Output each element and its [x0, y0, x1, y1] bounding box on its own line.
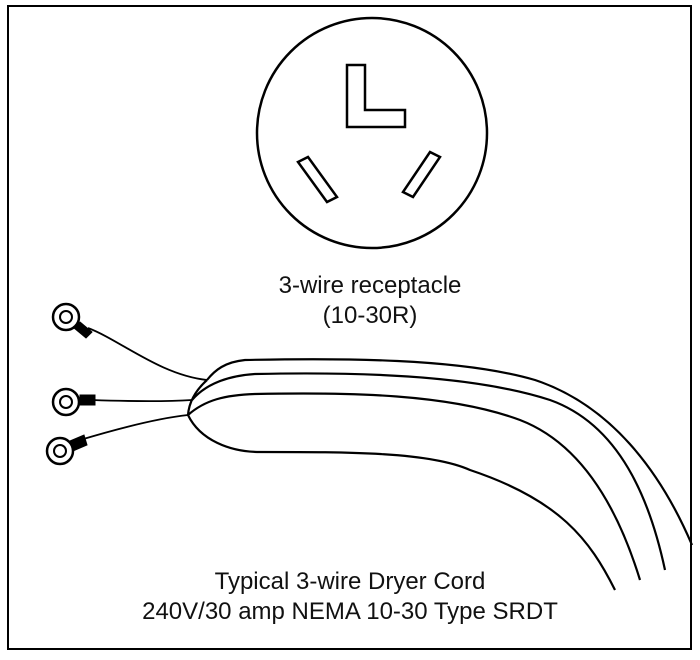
ring-terminal-middle-icon: [51, 387, 96, 417]
diagram-frame: [7, 5, 692, 650]
cord-outer-line-3: [187, 392, 642, 581]
wire-top: [87, 327, 208, 381]
cord-jacket-end: [186, 379, 208, 416]
dryer-cord-icon: [45, 302, 694, 591]
receptacle-face: [255, 16, 489, 250]
receptacle-caption-line1: 3-wire receptacle: [278, 272, 462, 299]
cord-caption-line1: Typical 3-wire Dryer Cord: [214, 568, 486, 595]
receptacle-10-30r-icon: [255, 16, 489, 250]
receptacle-left-slot: [296, 155, 339, 204]
ring-terminal-top-icon: [51, 302, 93, 339]
receptacle-caption-line2: (10-30R): [322, 302, 418, 329]
cord-outer-line-4: [187, 414, 616, 591]
receptacle-right-slot: [401, 150, 442, 199]
cord-outer-line-1: [206, 358, 694, 546]
receptacle-l-slot: [345, 63, 407, 129]
wire-bottom: [79, 414, 189, 441]
wire-middle: [91, 399, 193, 403]
cord-outer-line-2: [191, 372, 667, 571]
ring-terminal-bottom-icon: [45, 434, 88, 466]
cord-caption-line2: 240V/30 amp NEMA 10-30 Type SRDT: [142, 598, 558, 625]
